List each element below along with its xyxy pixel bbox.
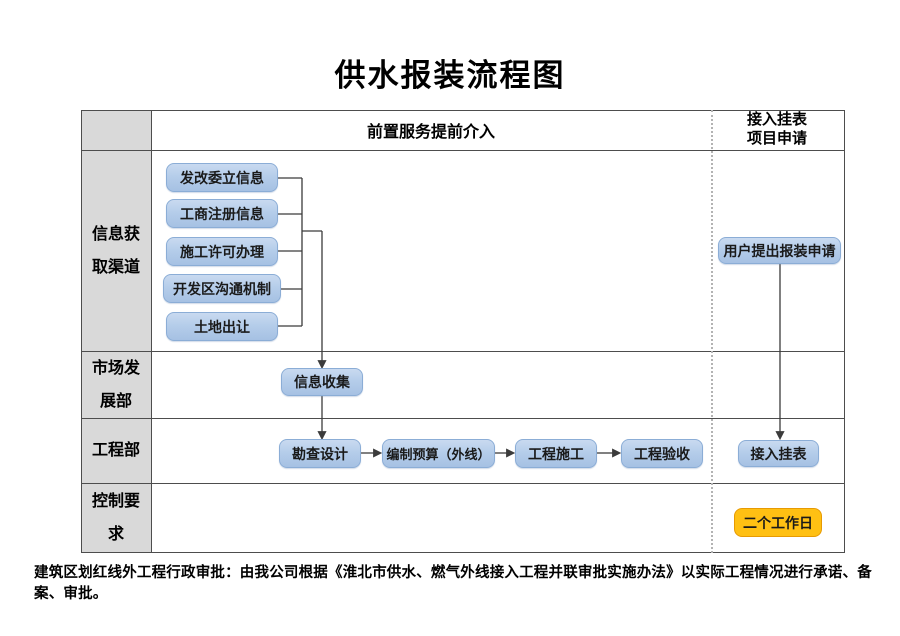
- flow-box-meter-install: 接入挂表: [738, 440, 819, 467]
- header-meter-apply: 接入挂表 项目申请: [711, 110, 843, 150]
- header-meter-apply-line2: 项目申请: [746, 131, 807, 147]
- flow-box-two-workdays: 二个工作日: [734, 508, 822, 537]
- flow-box-budget-outline: 编制预算（外线）: [382, 439, 495, 468]
- label-column-background: [81, 110, 151, 553]
- label-column-divider: [151, 110, 152, 553]
- flow-box-info-collect: 信息收集: [281, 368, 363, 396]
- flow-box-devzone-comm: 开发区沟通机制: [163, 274, 281, 303]
- table-row-divider: [81, 483, 845, 484]
- flow-box-user-apply: 用户提出报装申请: [718, 237, 841, 264]
- row-label-engineering-dept: 工程部: [91, 442, 140, 459]
- flow-box-construction: 工程施工: [515, 439, 597, 468]
- row-label-info-channel: 信息获取渠道: [91, 225, 140, 276]
- header-pre-service: 前置服务提前介入: [366, 124, 495, 141]
- flow-box-acceptance: 工程验收: [621, 439, 703, 468]
- flow-box-land-transfer: 土地出让: [166, 312, 278, 341]
- header-meter-apply-line1: 接入挂表: [746, 112, 807, 128]
- row-label-market-dept: 市场发展部: [91, 359, 140, 410]
- flow-box-construct-permit: 施工许可办理: [166, 237, 278, 266]
- row-label-control-req: 控制要求: [91, 493, 140, 543]
- footer-note: 建筑区划红线外工程行政审批：由我公司根据《淮北市供水、燃气外线接入工程并联审批实…: [34, 565, 872, 602]
- table-row-divider: [81, 150, 845, 151]
- flow-box-business-reg: 工商注册信息: [166, 199, 278, 228]
- page-title: 供水报装流程图: [334, 58, 566, 93]
- flow-box-ndrc-info: 发改委立信息: [166, 163, 278, 192]
- table-row-divider: [81, 351, 845, 352]
- swimlane-dotted-divider: [711, 110, 713, 553]
- table-row-divider: [81, 418, 845, 419]
- table-outer-border: [81, 110, 845, 553]
- flow-box-survey-design: 勘查设计: [279, 439, 361, 468]
